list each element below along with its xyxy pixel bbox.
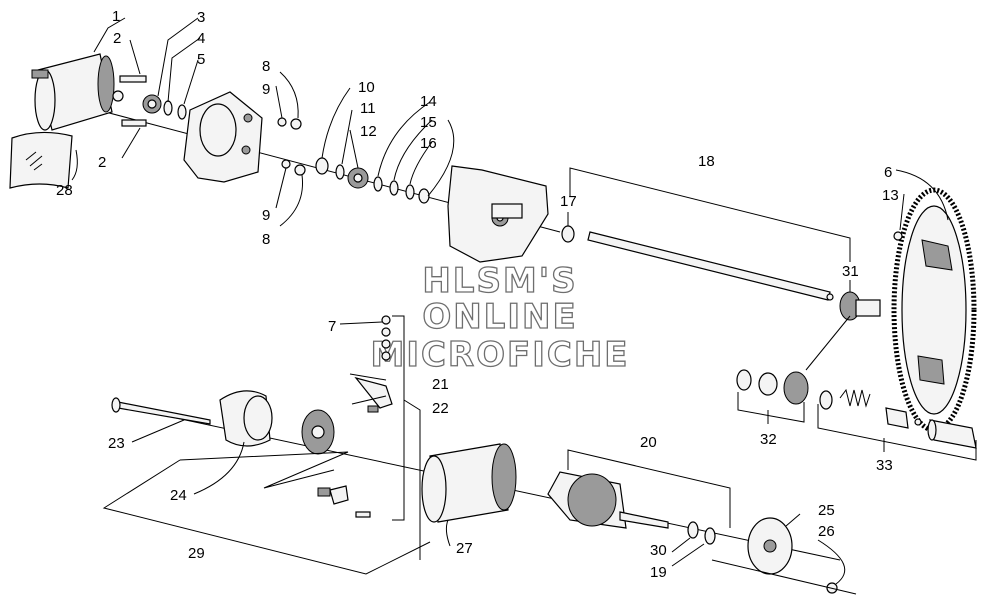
bolt-8-lower	[294, 164, 306, 176]
watermark-line2: ONLINE	[422, 297, 577, 337]
washer-5	[177, 104, 187, 120]
callout-18: 18	[698, 153, 715, 170]
screw-13	[893, 231, 903, 241]
field-frame	[421, 443, 517, 523]
callout-9-bottom: 9	[262, 207, 270, 224]
callout-7: 7	[328, 318, 336, 335]
support-bracket	[447, 165, 549, 263]
armature	[547, 471, 669, 529]
washer-9-lower	[281, 159, 291, 169]
through-bolt	[111, 397, 211, 425]
ring-gear	[891, 187, 977, 433]
callout-23: 23	[108, 435, 125, 452]
motor-bolt-upper	[119, 75, 147, 83]
washer-16	[405, 184, 415, 200]
callout-20: 20	[640, 434, 657, 451]
callout-8-top: 8	[262, 58, 270, 75]
washer-14	[373, 176, 383, 192]
bolt-8-upper	[290, 118, 302, 130]
callout-9-top: 9	[262, 81, 270, 98]
callout-25: 25	[818, 502, 835, 519]
terminal-stack	[381, 315, 391, 361]
callout-15: 15	[420, 114, 437, 131]
drive-pinion	[839, 291, 881, 321]
washer-19	[704, 527, 716, 545]
callout-17: 17	[560, 193, 577, 210]
callout-14: 14	[420, 93, 437, 110]
callout-19: 19	[650, 564, 667, 581]
callout-3: 3	[197, 9, 205, 26]
callout-30: 30	[650, 542, 667, 559]
callout-28: 28	[56, 182, 73, 199]
callout-27: 27	[456, 540, 473, 557]
callout-11: 11	[360, 100, 376, 117]
clutch-drive	[783, 371, 809, 405]
starter-motor	[31, 53, 124, 131]
brush-spring	[367, 405, 379, 413]
brush-clip	[329, 485, 349, 505]
callout-33: 33	[876, 457, 893, 474]
callout-31: 31	[842, 263, 859, 280]
watermark-line1: HLSM'S	[422, 261, 577, 301]
bracket-brush-group	[403, 399, 421, 560]
brush-holder	[301, 409, 335, 455]
bracket-terminal-group	[392, 315, 405, 521]
clutch-ring	[819, 390, 833, 410]
washer-11	[335, 164, 345, 180]
brush-lead	[354, 376, 393, 409]
callout-12: 12	[360, 123, 377, 140]
callout-16: 16	[420, 135, 437, 152]
clutch-sleeve	[885, 407, 909, 429]
clutch-spring	[839, 388, 871, 408]
callout-6: 6	[884, 164, 892, 181]
brush-lower	[317, 487, 331, 497]
washer-16b	[418, 188, 430, 204]
clutch-washer-b	[758, 372, 778, 396]
callout-10: 10	[358, 79, 375, 96]
callout-32: 32	[760, 431, 777, 448]
label-sleeve	[9, 131, 73, 189]
callout-2-top: 2	[113, 30, 121, 47]
mounting-bracket	[183, 91, 263, 183]
drive-shaft	[587, 231, 834, 301]
callout-21: 21	[432, 376, 449, 393]
motor-bolt-lower	[121, 119, 147, 127]
washer-15	[389, 180, 399, 196]
clutch-washer-a	[736, 369, 752, 391]
callout-5: 5	[197, 51, 205, 68]
callout-22: 22	[432, 400, 449, 417]
bushing-10	[315, 157, 329, 175]
callout-4: 4	[197, 30, 205, 47]
washer-30	[687, 521, 699, 539]
washer-9-upper	[277, 117, 287, 127]
callout-24: 24	[170, 487, 187, 504]
callout-26: 26	[818, 523, 835, 540]
washer-4	[163, 100, 173, 116]
end-cap	[219, 390, 273, 447]
callout-29: 29	[188, 545, 205, 562]
clutch-clip	[914, 418, 922, 426]
bushing-17	[561, 225, 575, 243]
end-plate	[747, 517, 793, 575]
clutch-cover	[927, 419, 977, 449]
callout-1: 1	[112, 8, 120, 25]
pinion-gear	[142, 94, 162, 114]
leader-lines	[71, 17, 977, 595]
callout-2-bottom: 2	[98, 154, 106, 171]
callout-8-bottom: 8	[262, 231, 270, 248]
screw-lower	[355, 511, 371, 518]
callout-labels: 1 2 2 3 4 5 6 7 8 8 9 9 10 11 12 13 14 1…	[56, 8, 899, 581]
callout-13: 13	[882, 187, 899, 204]
watermark-line3: MICROFICHE	[370, 335, 629, 375]
gear-12	[347, 167, 369, 189]
